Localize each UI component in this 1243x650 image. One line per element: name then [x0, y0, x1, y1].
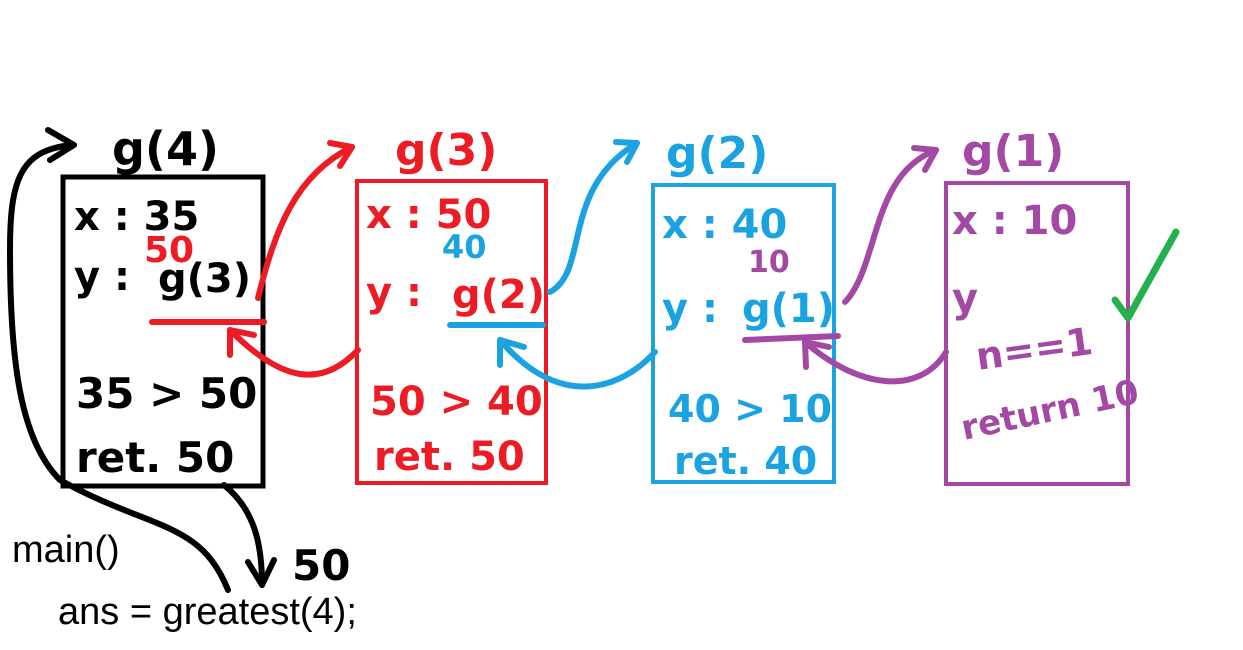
frame-g1-ret: return 10 — [958, 372, 1143, 449]
frame-g3: g(3) x : 50 40 y : g(2) 50 > 40 ret. 50 — [355, 125, 548, 485]
frame-g4-box — [60, 174, 266, 489]
frame-g4-y-label: y : — [74, 254, 130, 300]
frame-g4-y-value: 50 — [144, 230, 194, 271]
frame-g2-y-value: 10 — [748, 245, 790, 280]
frame-g2-compare: 40 > 10 — [668, 387, 832, 431]
frame-g3-compare: 50 > 40 — [370, 379, 543, 425]
frame-g1-x: x : 10 — [952, 198, 1077, 244]
call-arrow-g4-to-g3 — [255, 140, 355, 301]
frame-g3-title: g(3) — [395, 125, 497, 176]
frame-g2-underline — [742, 333, 841, 343]
frame-g1-title: g(1) — [962, 126, 1064, 177]
main-line-1: main() — [12, 529, 120, 571]
frame-g3-ret: ret. 50 — [374, 434, 525, 480]
frame-g2-ret: ret. 40 — [674, 439, 817, 483]
frame-g3-x: x : 50 — [366, 192, 491, 238]
main-call-arrow — [6, 127, 231, 593]
main-result-value: 50 — [292, 541, 350, 590]
frame-g1-base-case: n==1 — [973, 319, 1095, 379]
main-line-2: ans = greatest(4); — [58, 591, 357, 633]
frame-g2-title: g(2) — [666, 128, 768, 179]
frame-g1-box — [944, 181, 1130, 486]
call-arrow-g2-to-g1 — [842, 145, 939, 305]
return-arrow-g3-to-g4 — [227, 327, 361, 378]
frame-g4-ret: ret. 50 — [76, 433, 234, 482]
call-arrow-g3-to-g2 — [547, 139, 640, 295]
return-arrow-g2-to-g3 — [497, 337, 658, 390]
frame-g2: g(2) x : 40 10 y : g(1) 40 > 10 ret. 40 — [651, 128, 841, 484]
frame-g3-y-value: 40 — [442, 228, 487, 266]
frame-g4-title: g(4) — [112, 122, 219, 176]
frame-g1: g(1) x : 10 y n==1 return 10 — [944, 126, 1180, 486]
frame-g3-box — [355, 179, 548, 485]
frame-g3-y-call: g(2) — [452, 272, 545, 318]
main-return-arrow — [221, 482, 277, 588]
frame-g4-compare: 35 > 50 — [76, 369, 257, 418]
frame-g1-y-label: y — [952, 276, 978, 322]
frame-g4-y-call: g(3) — [158, 256, 251, 302]
frame-g4: g(4) x : 35 y : g(3) 50 35 > 50 ret. 50 — [60, 122, 267, 489]
frame-g2-y-call: g(1) — [742, 286, 835, 332]
return-arrow-g1-to-g2 — [802, 339, 949, 385]
checkmark-icon — [1111, 228, 1180, 322]
frame-g3-y-label: y : — [366, 270, 422, 316]
frame-g4-x: x : 35 — [74, 194, 199, 240]
frame-g2-x: x : 40 — [662, 202, 787, 248]
frame-g2-y-label: y : — [662, 286, 718, 332]
